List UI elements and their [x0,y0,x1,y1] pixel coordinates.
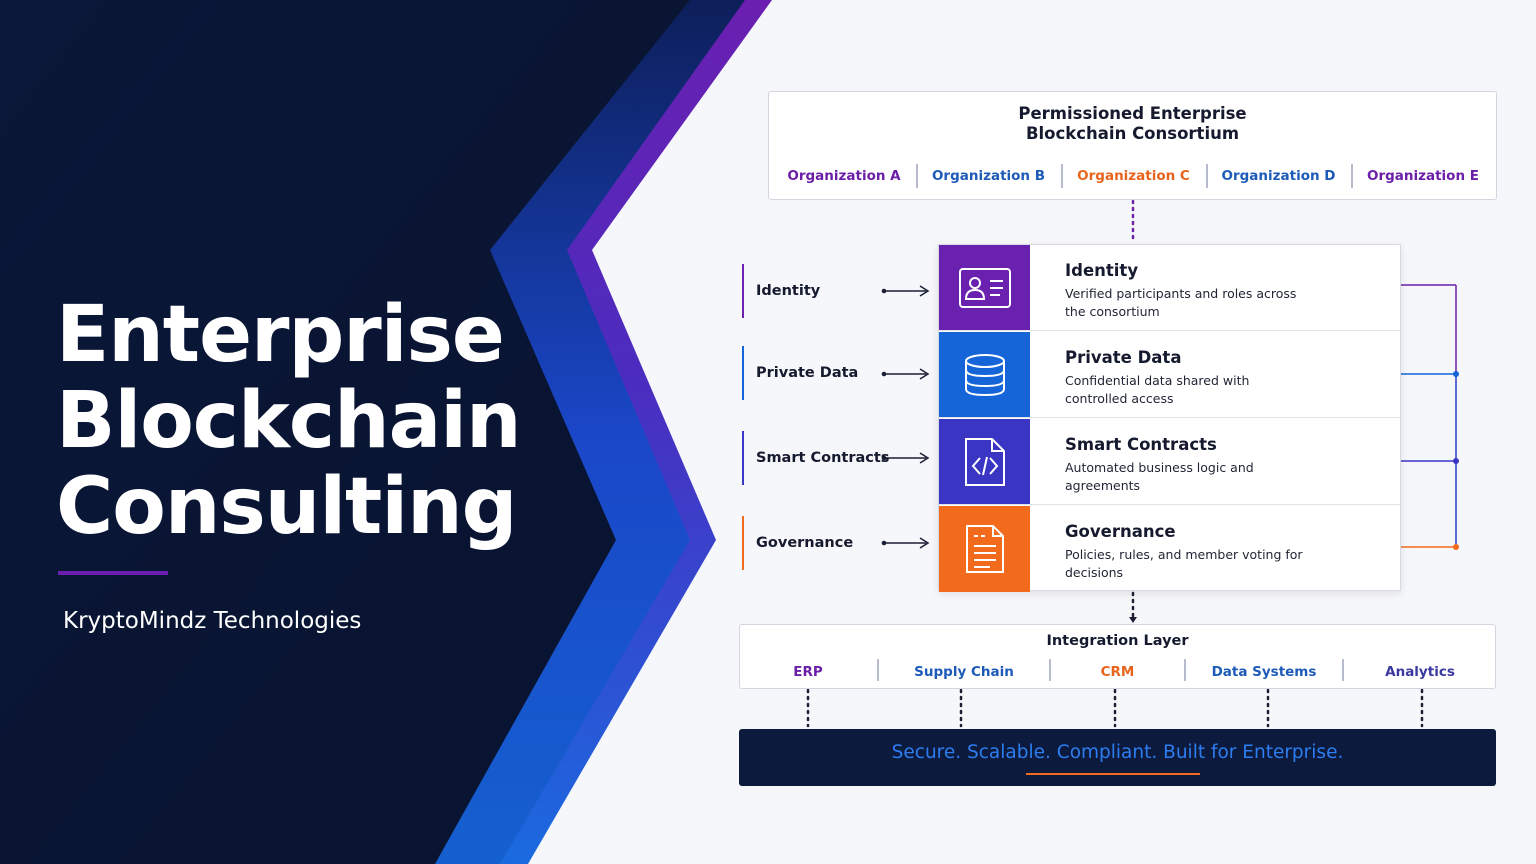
layer-title: Identity [1065,261,1139,280]
hero-title-line: Enterprise [56,290,505,380]
layer-smart-contracts: Smart Contracts Automated business logic… [939,419,1400,505]
hero-title-line: Consulting [56,462,517,552]
organization-d: Organization D [1221,168,1336,184]
document-icon [965,525,1004,573]
code-file-icon [964,437,1005,486]
hero-panel [0,0,690,864]
layer-icon-tile [939,245,1030,330]
consortium-title-line: Permissioned Enterprise [1018,104,1247,123]
consortium-title-line: Blockchain Consortium [1025,124,1240,143]
layer-title: Private Data [1065,348,1182,367]
layer-stack: Identity Verified participants and roles… [938,244,1401,592]
consortium-title: Permissioned Enterprise Blockchain Conso… [769,104,1496,144]
layer-description: Verified participants and roles across t… [1065,286,1297,319]
integration-title: Integration Layer [1046,633,1189,649]
layer-icon-tile [939,506,1030,592]
system-supply-chain: Supply Chain [914,664,1014,680]
tagline-banner: Secure. Scalable. Compliant. Built for E… [739,729,1496,786]
org-divider [1061,164,1063,188]
layer-icon-tile [939,332,1030,417]
layer-description: Confidential data shared with controlled… [1065,373,1250,406]
side-label-governance: Governance [742,516,853,570]
system-data-systems: Data Systems [1211,664,1317,680]
organization-b: Organization B [931,168,1046,184]
tagline-underline [1026,773,1200,775]
side-label-text: Governance [756,535,854,551]
organization-row: Organization A Organization B Organizati… [769,164,1496,188]
organization-e: Organization E [1366,168,1479,184]
organization-c: Organization C [1077,168,1190,184]
system-crm: CRM [1100,664,1135,680]
hero-title-line: Blockchain [56,376,522,466]
layer-title: Governance [1065,522,1176,541]
layer-icon-tile [939,419,1030,504]
consortium-box: Permissioned Enterprise Blockchain Conso… [768,91,1497,200]
layer-title: Smart Contracts [1065,435,1217,454]
integration-layer-box: Integration Layer ERP Supply Chain CRM D… [739,624,1496,689]
side-label-text: Identity [756,283,821,299]
org-divider [916,164,918,188]
hero-accent-bar [58,571,168,575]
system-divider [1049,659,1051,681]
side-label-smart-contracts: Smart Contracts [742,431,889,485]
side-label-text: Smart Contracts [756,450,890,466]
database-icon [964,353,1005,396]
system-erp: ERP [793,664,823,680]
hero-title: Enterprise Blockchain Consulting [56,290,522,552]
side-label-text: Private Data [756,365,859,381]
system-divider [1342,659,1344,681]
layer-private-data: Private Data Confidential data shared wi… [939,332,1400,418]
layer-description: Policies, rules, and member voting for d… [1065,547,1303,580]
side-label-private-data: Private Data [742,346,858,400]
system-analytics: Analytics [1385,664,1455,680]
organization-a: Organization A [787,168,901,184]
system-divider [877,659,879,681]
layer-description: Automated business logic and agreements [1065,460,1254,493]
tagline-text: Secure. Scalable. Compliant. Built for E… [891,742,1344,763]
layer-governance: Governance Policies, rules, and member v… [939,506,1400,592]
org-divider [1351,164,1353,188]
company-name: KryptoMindz Technologies [63,608,362,634]
system-divider [1184,659,1186,681]
layer-identity: Identity Verified participants and roles… [939,245,1400,331]
id-card-icon [958,267,1011,308]
org-divider [1206,164,1208,188]
side-label-identity: Identity [742,264,820,318]
